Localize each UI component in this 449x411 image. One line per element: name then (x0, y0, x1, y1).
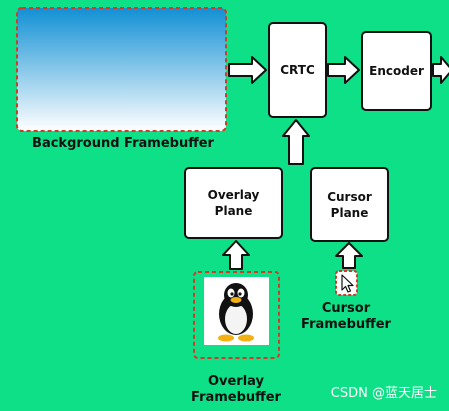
arrow-overlay-fb-to-plane (222, 240, 250, 270)
arrow-crtc-to-encoder (327, 56, 360, 84)
overlay-plane-label-line2: Plane (214, 204, 253, 218)
crtc-label: CRTC (269, 23, 326, 117)
encoder-label-text: Encoder (369, 64, 424, 78)
cursor-plane-box (310, 167, 389, 242)
cursor-plane-label-line2: Plane (330, 205, 369, 220)
tux-penguin-icon (218, 283, 254, 342)
cursor-framebuffer-label-line1: Cursor (321, 301, 371, 316)
encoder-label: Encoder (362, 32, 431, 110)
cursor-plane-label: Cursor Plane (311, 168, 388, 241)
overlay-framebuffer-frame (193, 271, 280, 359)
cursor-plane-label-line1: Cursor (327, 189, 372, 204)
crtc-box (268, 22, 327, 118)
overlay-plane-box (184, 167, 283, 239)
arrow-cursor-fb-to-plane (335, 242, 363, 269)
background-framebuffer (16, 7, 227, 132)
watermark-text: CSDN @蓝天居士 (330, 386, 437, 401)
encoder-box (361, 31, 432, 111)
arrow-planes-to-crtc (282, 119, 310, 165)
cursor-framebuffer-label-line2: Framebuffer (301, 317, 391, 332)
overlay-framebuffer-label-line1: Overlay (207, 374, 265, 389)
arrow-encoder-out (432, 56, 449, 84)
background-framebuffer-label: Background Framebuffer (32, 136, 214, 151)
mouse-pointer-icon (341, 274, 354, 293)
overlay-framebuffer-label-line2: Framebuffer (191, 390, 281, 405)
cursor-framebuffer-label: Cursor Framebuffer (296, 301, 396, 333)
overlay-plane-label: Overlay Plane (185, 168, 282, 238)
overlay-plane-label-line1: Overlay (207, 188, 260, 202)
overlay-framebuffer-label: Overlay Framebuffer (186, 374, 286, 406)
crtc-label-text: CRTC (280, 63, 315, 77)
arrow-background-to-crtc (228, 56, 267, 84)
